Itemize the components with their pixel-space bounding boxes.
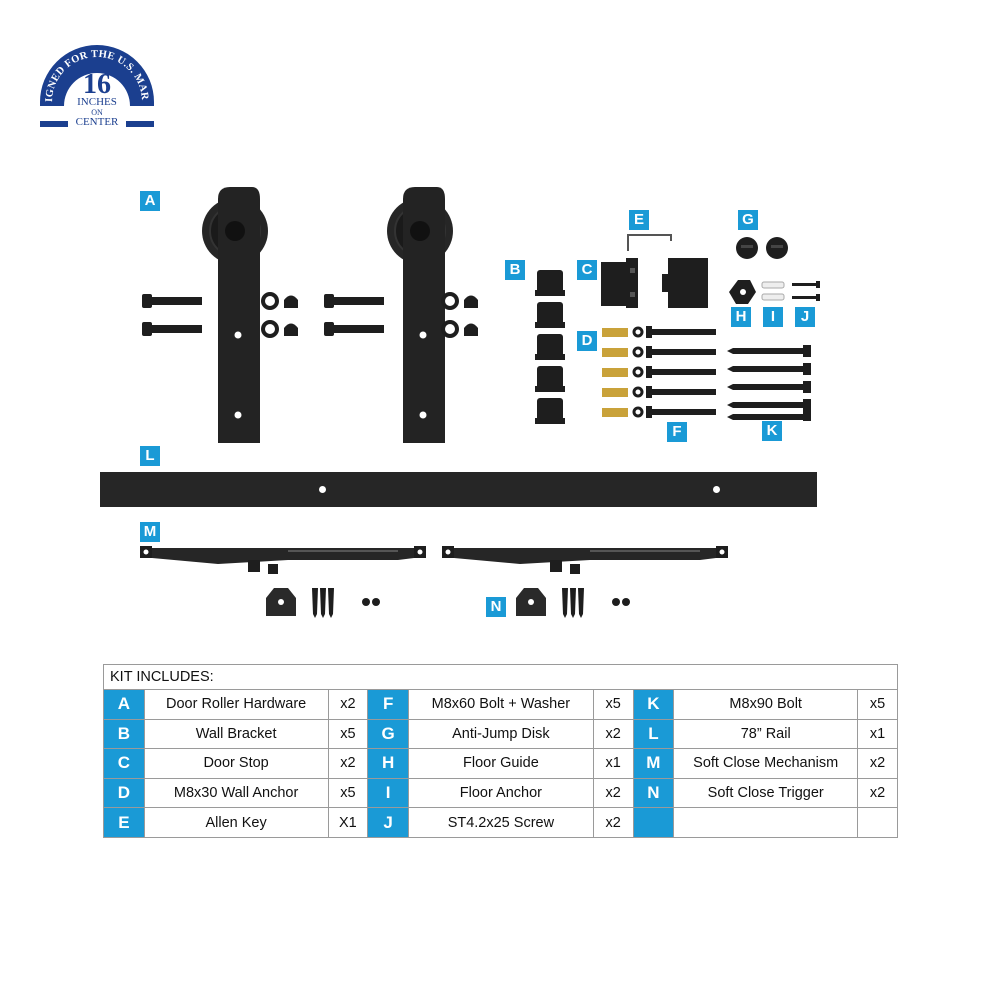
table-row: A Door Roller Hardware x2 F M8x60 Bolt +… — [103, 689, 898, 720]
item-name: Soft Close Trigger — [673, 777, 859, 809]
soft-close-mechanism-right — [442, 546, 728, 574]
part-label-a: A — [140, 191, 160, 211]
item-letter: B — [103, 718, 145, 750]
door-stops — [601, 258, 708, 308]
item-name — [673, 807, 859, 838]
item-letter: F — [367, 689, 409, 720]
item-qty: x5 — [592, 689, 634, 720]
item-name: ST4.2x25 Screw — [408, 807, 594, 838]
item-name: Door Stop — [143, 748, 329, 779]
item-letter: K — [632, 689, 675, 720]
item-letter: H — [367, 748, 409, 779]
item-qty: x1 — [592, 748, 634, 779]
part-label-d: D — [577, 331, 597, 351]
item-qty: x2 — [327, 689, 369, 720]
item-qty — [857, 807, 898, 838]
part-label-e: E — [629, 210, 649, 230]
part-label-g: G — [738, 210, 758, 230]
item-letter: G — [367, 718, 409, 750]
item-letter: I — [367, 777, 409, 809]
long-bolts — [727, 345, 811, 421]
part-label-k: K — [762, 421, 782, 441]
part-label-l: L — [140, 446, 160, 466]
item-name: M8x30 Wall Anchor — [143, 777, 329, 809]
item-qty: x2 — [592, 718, 634, 750]
part-label-n: N — [486, 597, 506, 617]
rail-hole-left — [319, 486, 326, 493]
wall-anchors-and-bolts — [602, 326, 716, 418]
item-qty: x5 — [327, 777, 369, 809]
item-name: Soft Close Mechanism — [673, 748, 859, 779]
item-letter: D — [103, 777, 145, 809]
wall-brackets — [535, 270, 565, 424]
table-row: E Allen Key X1 J ST4.2x25 Screw x2 — [103, 807, 898, 838]
item-name: Allen Key — [143, 807, 329, 838]
item-letter: L — [632, 718, 675, 750]
kit-header-row: KIT INCLUDES: — [103, 664, 898, 690]
item-letter: E — [103, 807, 145, 838]
design-badge: DESIGNED FOR THE U.S. MARKET 16 INCHES O… — [34, 28, 156, 140]
soft-close-trigger-set-right — [516, 588, 630, 618]
item-name: Door Roller Hardware — [143, 689, 329, 720]
item-letter: J — [367, 807, 409, 838]
table-row: C Door Stop x2 H Floor Guide x1 M Soft C… — [103, 748, 898, 779]
table-row: D M8x30 Wall Anchor x5 I Floor Anchor x2… — [103, 777, 898, 809]
item-qty: x1 — [857, 718, 898, 750]
roller-strap-right — [387, 187, 453, 443]
item-qty: x2 — [592, 777, 634, 809]
item-qty: x2 — [857, 777, 898, 809]
part-label-m: M — [140, 522, 160, 542]
item-name: Wall Bracket — [143, 718, 329, 750]
item-name: Floor Anchor — [408, 777, 594, 809]
item-letter: A — [103, 689, 145, 720]
item-letter: N — [632, 777, 675, 809]
badge-line1: INCHES — [77, 96, 117, 108]
item-letter: C — [103, 748, 145, 779]
roller-bolts — [142, 292, 478, 338]
anti-jump-disks — [736, 237, 788, 259]
item-letter — [632, 807, 675, 838]
soft-close-mechanism-left — [140, 546, 426, 574]
item-qty: x2 — [592, 807, 634, 838]
item-qty: x2 — [327, 748, 369, 779]
item-name: Anti-Jump Disk — [408, 718, 594, 750]
roller-strap-left — [202, 187, 268, 443]
item-letter: M — [632, 748, 675, 779]
part-label-f: F — [667, 422, 687, 442]
kit-title: KIT INCLUDES: — [103, 664, 898, 690]
soft-close-trigger-set-left — [266, 588, 380, 618]
item-qty: x5 — [857, 689, 898, 720]
item-name: M8x60 Bolt + Washer — [408, 689, 594, 720]
item-name: 78” Rail — [673, 718, 859, 750]
part-label-c: C — [577, 260, 597, 280]
badge-line3: CENTER — [76, 116, 119, 128]
badge-logo: DESIGNED FOR THE U.S. MARKET 16 INCHES O… — [34, 28, 154, 128]
item-qty: x2 — [857, 748, 898, 779]
item-qty: X1 — [327, 807, 369, 838]
rail-hole-right — [713, 486, 720, 493]
part-label-h: H — [731, 307, 751, 327]
part-label-i: I — [763, 307, 783, 327]
allen-key — [627, 234, 672, 251]
badge-line2: ON — [91, 108, 103, 117]
kit-includes-table: KIT INCLUDES: A Door Roller Hardware x2 … — [103, 664, 898, 838]
item-qty: x5 — [327, 718, 369, 750]
badge-number: 16 — [83, 69, 111, 100]
rail — [100, 472, 817, 507]
table-row: B Wall Bracket x5 G Anti-Jump Disk x2 L … — [103, 718, 898, 750]
item-name: M8x90 Bolt — [673, 689, 859, 720]
part-label-j: J — [795, 307, 815, 327]
item-name: Floor Guide — [408, 748, 594, 779]
part-label-b: B — [505, 260, 525, 280]
floor-guide-anchors-screws — [729, 280, 820, 304]
